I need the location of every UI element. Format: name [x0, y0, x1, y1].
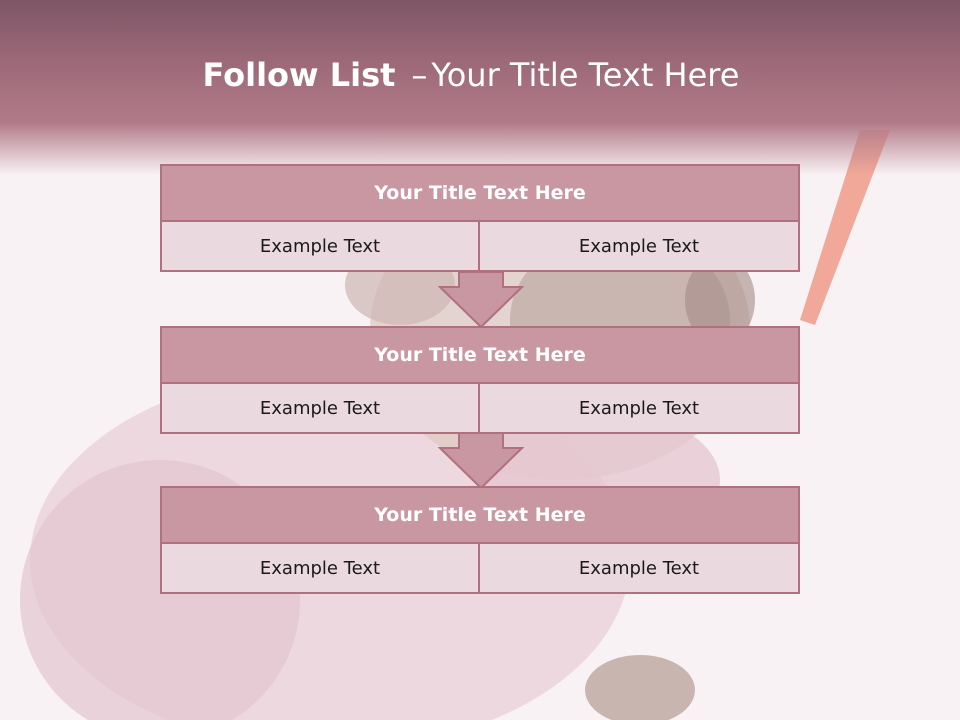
down-arrow-icon [438, 271, 524, 329]
slide-title-bold: Follow List [202, 56, 396, 94]
list-block-3: Your Title Text Here Example Text Exampl… [160, 486, 800, 594]
block-title[interactable]: Your Title Text Here [160, 486, 800, 544]
block-cell-right[interactable]: Example Text [480, 222, 800, 272]
slide-title-rest: Your Title Text Here [431, 56, 740, 94]
header-band [0, 0, 960, 175]
slide-title: Follow List–Your Title Text Here [0, 56, 942, 94]
block-row: Example Text Example Text [160, 544, 800, 594]
down-arrow-icon [438, 432, 524, 490]
block-row: Example Text Example Text [160, 384, 800, 434]
block-cell-left[interactable]: Example Text [160, 384, 480, 434]
block-cell-right[interactable]: Example Text [480, 544, 800, 594]
dog-ear-right [685, 255, 755, 345]
block-title[interactable]: Your Title Text Here [160, 164, 800, 222]
block-cell-right[interactable]: Example Text [480, 384, 800, 434]
slide-title-dash: – [411, 56, 428, 94]
block-cell-left[interactable]: Example Text [160, 222, 480, 272]
block-cell-left[interactable]: Example Text [160, 544, 480, 594]
carrot-shape [800, 130, 890, 325]
list-block-1: Your Title Text Here Example Text Exampl… [160, 164, 800, 272]
list-block-2: Your Title Text Here Example Text Exampl… [160, 326, 800, 434]
block-row: Example Text Example Text [160, 222, 800, 272]
block-title[interactable]: Your Title Text Here [160, 326, 800, 384]
dog-paw [585, 655, 695, 720]
